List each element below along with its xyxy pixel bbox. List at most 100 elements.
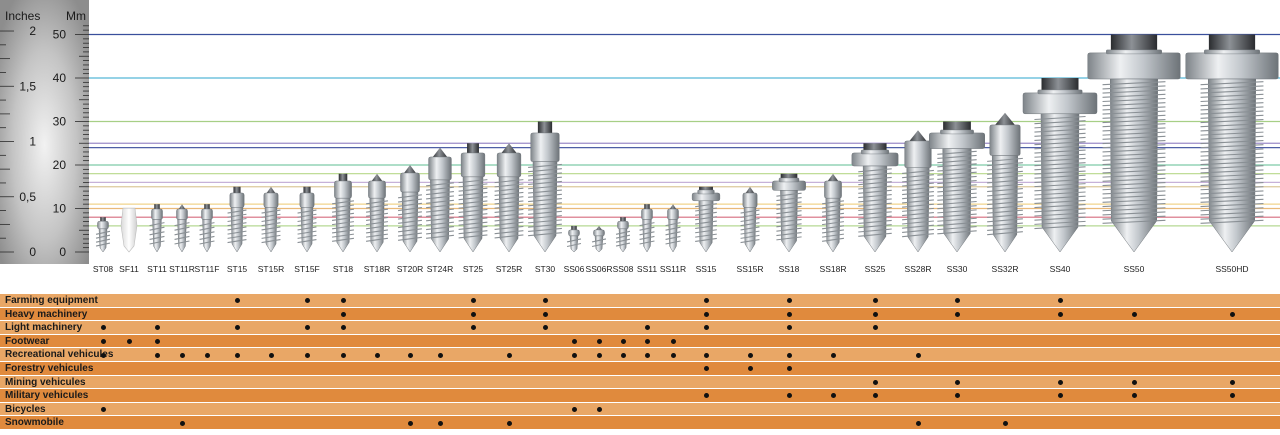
application-dot — [644, 339, 650, 345]
application-dot — [1131, 311, 1137, 317]
application-dot — [1002, 420, 1008, 426]
stud-st08 — [95, 217, 111, 253]
application-dot — [786, 393, 792, 399]
inch-tick-label: 2 — [29, 24, 36, 38]
stud-ss08 — [615, 217, 631, 253]
application-label: Forestry vehicules — [5, 363, 94, 374]
application-dot — [204, 352, 210, 358]
application-dot — [154, 352, 160, 358]
application-dot — [154, 339, 160, 345]
application-dot — [100, 352, 106, 358]
stud-label: ST18 — [333, 264, 354, 274]
application-dot — [644, 352, 650, 358]
stud-label: SF11 — [119, 264, 139, 274]
application-dot — [786, 298, 792, 304]
stud-label: ST18R — [364, 264, 390, 274]
application-dot — [596, 352, 602, 358]
stud-label: SS11 — [637, 264, 657, 274]
application-dot — [670, 352, 676, 358]
application-dot — [830, 352, 836, 358]
application-dot — [100, 339, 106, 345]
stud-label: ST15F — [294, 264, 320, 274]
application-label: Light machinery — [5, 322, 83, 334]
stud-ss15r — [740, 186, 760, 253]
application-dot — [596, 407, 602, 413]
application-dot — [100, 325, 106, 331]
stud-label: SS06 — [564, 264, 585, 274]
application-row: Recreational vehicules — [0, 348, 1280, 362]
application-dot — [915, 420, 921, 426]
application-dot — [1131, 393, 1137, 399]
application-dot — [234, 325, 240, 331]
application-dot — [506, 352, 512, 358]
application-dot — [234, 298, 240, 304]
application-row: Military vehicules — [0, 389, 1280, 403]
application-dot — [437, 352, 443, 358]
application-dot — [915, 352, 921, 358]
application-dot — [506, 420, 512, 426]
application-label: Recreational vehicules — [5, 349, 114, 361]
application-dot — [1131, 379, 1137, 385]
stud-label: ST20R — [397, 264, 423, 274]
stud-st11r — [174, 204, 190, 253]
application-dot — [872, 393, 878, 399]
stud-label: ST25R — [496, 264, 522, 274]
application-dot — [670, 339, 676, 345]
application-row: Footwear — [0, 334, 1280, 349]
application-label: Farming equipment — [5, 295, 98, 306]
application-dot — [703, 325, 709, 331]
application-label: Bicycles — [5, 403, 46, 415]
mm-tick-label: 0 — [59, 245, 66, 259]
application-row: Mining vehicules — [0, 375, 1280, 390]
application-row: Forestry vehicules — [0, 362, 1280, 376]
stud-label: SS50 — [1124, 264, 1145, 274]
application-row: Snowmobile — [0, 416, 1280, 430]
mm-label: Mm — [66, 9, 86, 23]
stud-st25r — [494, 143, 524, 253]
stud-ss50hd — [1185, 34, 1279, 253]
application-dot — [786, 366, 792, 372]
application-label: Footwear — [5, 335, 50, 347]
application-label: Mining vehicules — [5, 376, 86, 388]
application-dot — [1229, 311, 1235, 317]
application-dot — [620, 339, 626, 345]
application-dot — [1229, 379, 1235, 385]
application-dot — [703, 311, 709, 317]
application-dot — [268, 352, 274, 358]
application-dot — [340, 325, 346, 331]
application-dot — [872, 325, 878, 331]
application-dot — [954, 393, 960, 399]
stud-label: SS18R — [820, 264, 847, 274]
application-dot — [340, 298, 346, 304]
application-dot — [542, 325, 548, 331]
stud-label: SS18 — [779, 264, 800, 274]
stud-label: ST15 — [227, 264, 248, 274]
application-dot — [644, 325, 650, 331]
stud-label: SS06R — [586, 264, 613, 274]
application-dot — [304, 298, 310, 304]
application-dot — [470, 311, 476, 317]
application-dot — [1057, 311, 1063, 317]
mm-tick-label: 10 — [53, 202, 67, 216]
application-dot — [596, 339, 602, 345]
stud-st24r — [426, 147, 454, 253]
stud-sf11 — [120, 207, 138, 253]
application-dot — [703, 352, 709, 358]
inches-label: Inches — [5, 9, 40, 23]
application-dot — [542, 298, 548, 304]
application-row: Light machinery — [0, 321, 1280, 335]
application-dot — [340, 311, 346, 317]
inch-tick-label: 1,5 — [19, 79, 36, 93]
stud-ss18 — [772, 173, 806, 253]
application-dot — [340, 352, 346, 358]
application-dot — [179, 420, 185, 426]
stud-label: ST25 — [463, 264, 484, 274]
stud-st15 — [227, 186, 247, 253]
application-dot — [786, 325, 792, 331]
application-dot — [470, 325, 476, 331]
application-dot — [234, 352, 240, 358]
application-dot — [571, 339, 577, 345]
application-dot — [872, 379, 878, 385]
